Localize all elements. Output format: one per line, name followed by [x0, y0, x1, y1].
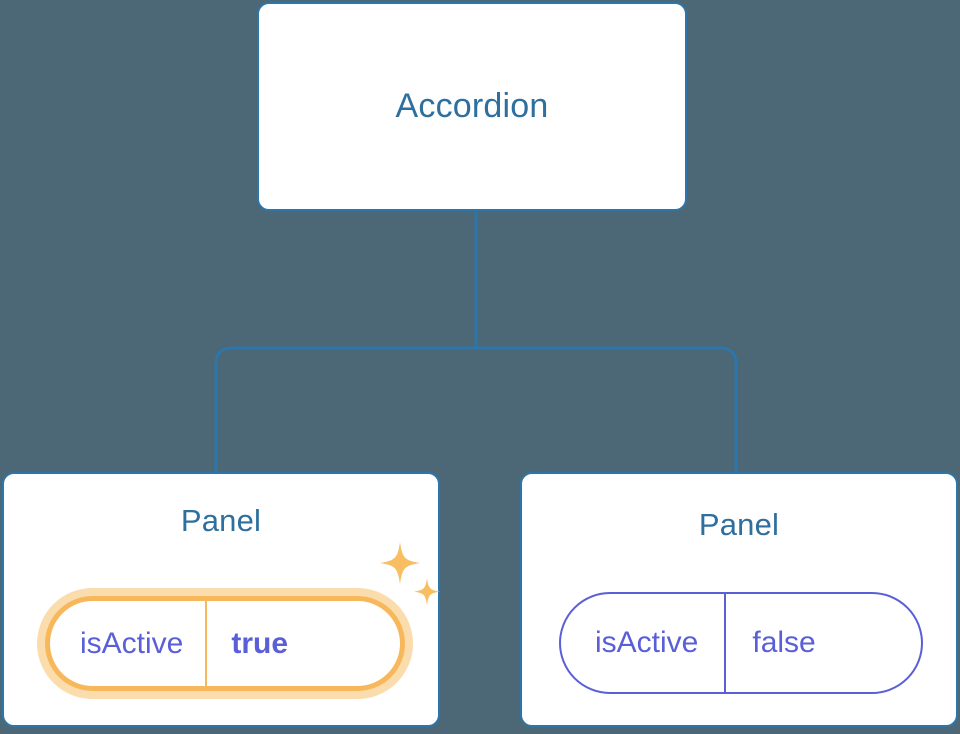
- prop-key-label: isActive: [80, 626, 184, 660]
- prop-value-label: false: [724, 594, 849, 692]
- node-panel-active[interactable]: Panel isActive true: [2, 472, 440, 727]
- node-accordion-title: Accordion: [395, 87, 549, 125]
- connector-branch-bus: [214, 346, 738, 472]
- prop-key-label: isActive: [595, 626, 699, 659]
- node-panel-inactive-title: Panel: [698, 507, 780, 542]
- node-panel-inactive[interactable]: Panel isActive false: [520, 472, 958, 727]
- prop-value-label: true: [205, 601, 318, 686]
- prop-pill-highlight-glow: isActive true: [37, 588, 413, 699]
- node-accordion[interactable]: Accordion: [257, 2, 687, 211]
- node-panel-active-title: Panel: [180, 503, 262, 538]
- prop-pill-is-active-true[interactable]: isActive true: [45, 596, 405, 691]
- prop-pill-is-active-false[interactable]: isActive false: [559, 592, 923, 694]
